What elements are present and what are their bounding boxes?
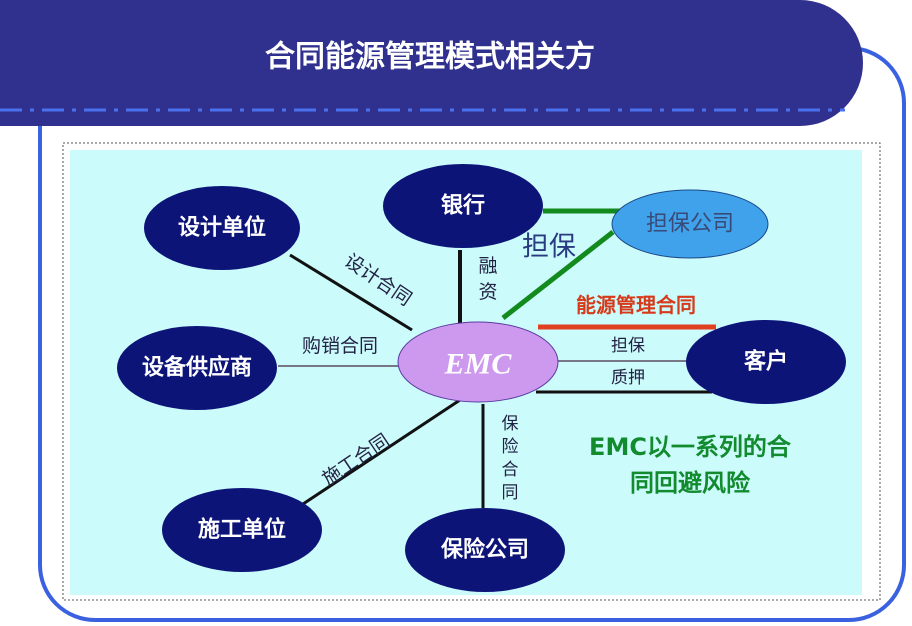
note-line-2: 同回避风险	[630, 469, 751, 497]
label-financing-1: 融	[478, 255, 497, 277]
node-construction-unit: 施工单位	[162, 488, 322, 572]
node-label: 施工单位	[198, 517, 286, 543]
node-insurer: 保险公司	[405, 508, 565, 592]
node-label: 银行	[441, 193, 485, 219]
node-supplier: 设备供应商	[117, 326, 277, 410]
edge-construction	[299, 398, 461, 508]
label-purchase-contract: 购销合同	[302, 335, 378, 357]
node-label: 设备供应商	[142, 355, 252, 381]
node-bank: 银行	[383, 164, 543, 248]
label-pledge: 质押	[611, 368, 645, 388]
label-financing-2: 资	[478, 281, 497, 303]
label-guarantee: 担保	[611, 336, 645, 356]
node-label: 设计单位	[178, 215, 266, 241]
label-insurance-3: 合	[502, 460, 519, 480]
label-insurance-1: 保	[502, 414, 519, 434]
content-dotted-border	[62, 142, 881, 601]
node-label: 保险公司	[440, 537, 529, 563]
label-energy-contract: 能源管理合同	[576, 293, 696, 317]
header-banner	[0, 0, 863, 126]
node-label: 客户	[744, 349, 788, 375]
node-label: EMC	[444, 348, 513, 381]
page-title: 合同能源管理模式相关方	[265, 40, 595, 75]
node-design-unit: 设计单位	[144, 186, 300, 270]
note-line-1: EMC以一系列的合	[589, 433, 792, 461]
node-emc: EMC	[397, 321, 559, 403]
edge-emc-guarantor	[501, 230, 615, 320]
node-label: 担保公司	[646, 212, 734, 237]
node-client: 客户	[686, 320, 846, 404]
node-guarantor: 担保公司	[611, 189, 769, 259]
label-guarantee-big: 担保	[522, 232, 576, 263]
label-insurance-2: 险	[502, 437, 519, 457]
label-insurance-4: 同	[502, 483, 519, 503]
edge-design	[289, 253, 413, 332]
